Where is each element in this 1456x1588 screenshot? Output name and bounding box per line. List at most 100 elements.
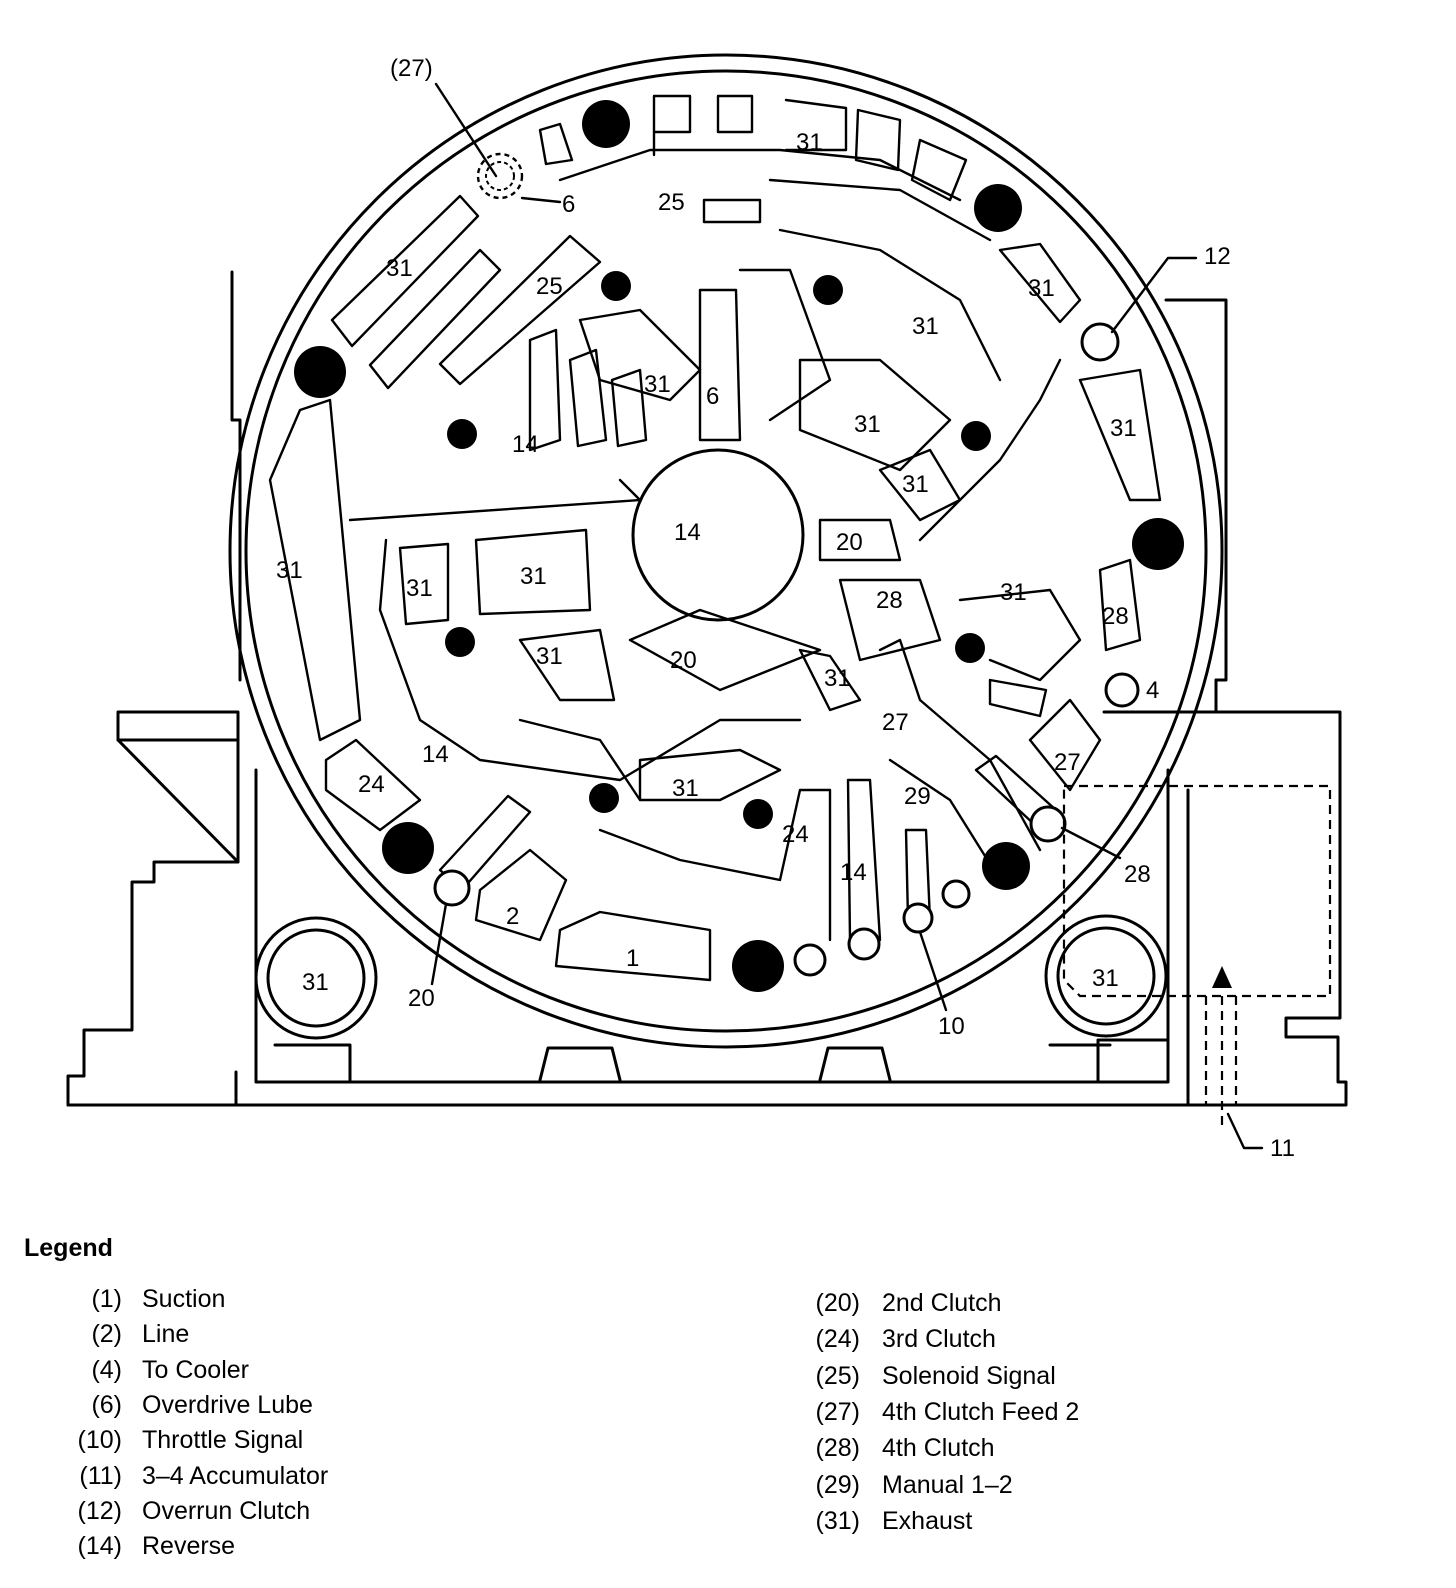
channel-label-31: 31 [1000, 579, 1027, 606]
port-hole [793, 943, 827, 977]
channel-label-14: 14 [422, 741, 449, 768]
channel-label-29: 29 [904, 783, 931, 810]
bolt-hole [447, 419, 477, 449]
legend-item-description: Line [142, 1320, 190, 1349]
legend-item-description: Solenoid Signal [882, 1361, 1056, 1390]
legend-item-description: Throttle Signal [142, 1426, 304, 1455]
callout-12: 12 [1204, 243, 1231, 270]
legend-item: (4)To Cooler [0, 1356, 700, 1390]
exhaust-port-left [254, 916, 378, 1040]
legend-item-number: (12) [77, 1496, 122, 1525]
legend-item-description: Overrun Clutch [142, 1496, 311, 1525]
legend-item: (31)Exhaust [742, 1507, 1442, 1541]
legend-item: (11)3–4 Accumulator [0, 1462, 700, 1496]
legend-item-number: (31) [815, 1506, 860, 1535]
port-holes [254, 152, 1168, 1040]
bolt-hole [582, 100, 630, 148]
legend-item-description: 4th Clutch Feed 2 [882, 1397, 1080, 1426]
port-hole [941, 879, 971, 909]
channel-labels: 31 6 25 31 25 31 31 31 6 31 31 14 31 14 … [276, 129, 1137, 996]
legend-item: (10)Throttle Signal [0, 1426, 700, 1460]
channel-label-31: 31 [1028, 275, 1055, 302]
callout-28: 28 [1124, 861, 1151, 888]
channel-label-1: 1 [626, 945, 639, 972]
legend-item-number: (1) [91, 1285, 122, 1313]
legend-item: (14)Reverse [0, 1532, 700, 1566]
bolt-hole [743, 799, 773, 829]
channel-label-14: 14 [840, 859, 867, 886]
bolt-holes [294, 100, 1184, 992]
bolt-hole [813, 275, 843, 305]
legend-item: (27) 4th Clutch Feed 2 [742, 1398, 1442, 1432]
bolt-hole [589, 783, 619, 813]
channel-label-31: 31 [672, 775, 699, 802]
port-hole [1104, 672, 1140, 708]
port-hole [1080, 322, 1120, 362]
channel-label-6: 6 [562, 191, 575, 218]
channel-label-28: 28 [1102, 603, 1129, 630]
channel-label-31: 31 [302, 969, 329, 996]
channel-label-31: 31 [824, 665, 851, 692]
bolt-hole [601, 271, 631, 301]
callout-11: 11 [1270, 1135, 1295, 1162]
legend-item: (1) Suction [0, 1285, 700, 1319]
callout-20: 20 [408, 985, 435, 1012]
legend-item: (6) Overdrive Lube [0, 1391, 700, 1425]
channel-label-31: 31 [796, 129, 823, 156]
channel-label-20: 20 [670, 647, 697, 674]
legend-item: (12) Overrun Clutch [0, 1497, 700, 1531]
legend-item-number: (29) [815, 1470, 860, 1499]
valve-body-diagram: (27) 12 4 11 28 10 20 31 6 25 31 25 31 3… [66, 53, 1348, 1162]
legend-item-description: Suction [142, 1285, 226, 1313]
legend-item-number: (27) [815, 1397, 860, 1426]
channel-label-25: 25 [658, 189, 685, 216]
legend-item-number: (24) [815, 1325, 860, 1354]
legend-title: Legend [24, 1234, 113, 1262]
channel-label-27: 27 [1054, 749, 1081, 776]
housing [66, 270, 1348, 1107]
channel-label-31: 31 [276, 557, 303, 584]
bolt-hole [961, 421, 991, 451]
bolt-hole [1132, 518, 1184, 570]
legend-item-number: (25) [815, 1361, 860, 1390]
port-hole [902, 902, 934, 934]
accumulator-outline [1062, 784, 1332, 1130]
channel-label-27: 27 [882, 709, 909, 736]
legend-item: (24)3rd Clutch [742, 1325, 1442, 1359]
channel-label-31: 31 [536, 643, 563, 670]
leader-lines [430, 82, 1264, 1150]
channel-label-31: 31 [386, 255, 413, 282]
bolt-hole [445, 627, 475, 657]
port-hole [847, 927, 881, 961]
legend-item-description: 3–4 Accumulator [142, 1461, 329, 1490]
channel-label-24: 24 [358, 771, 385, 798]
channel-label-24: 24 [782, 821, 809, 848]
bolt-hole [732, 940, 784, 992]
legend-item-number: (4) [91, 1355, 122, 1384]
center-bore [631, 448, 805, 622]
bolt-hole [955, 633, 985, 663]
legend-item-number: (2) [91, 1320, 122, 1349]
channel-label-31: 31 [1110, 415, 1137, 442]
legend-item: (29) Manual 1–2 [742, 1471, 1442, 1505]
legend-item: (20)2nd Clutch [742, 1289, 1442, 1323]
channel-label-31: 31 [406, 575, 433, 602]
channel-label-14: 14 [512, 431, 539, 458]
callouts: (27) 12 4 11 28 10 20 [390, 55, 1295, 1162]
channel-label-31: 31 [644, 371, 671, 398]
legend-item-description: Overdrive Lube [142, 1390, 313, 1419]
legend-item-description: Manual 1–2 [882, 1470, 1013, 1499]
flow-arrow-icon [1212, 966, 1232, 988]
port-hole [433, 869, 471, 907]
port-hole [1029, 805, 1067, 843]
legend-item-number: (6) [91, 1390, 122, 1419]
legend-item-description: 2nd Clutch [882, 1289, 1002, 1317]
channel-label-31: 31 [912, 313, 939, 340]
channel-label-31: 31 [520, 563, 547, 590]
channel-label-6: 6 [706, 383, 719, 410]
fluid-channels [268, 94, 1162, 982]
legend-item: (2) Line [0, 1320, 700, 1354]
legend-item-number: (14) [77, 1532, 122, 1561]
legend-item: (28)4th Clutch [742, 1434, 1442, 1468]
legend-item-description: 4th Clutch [882, 1434, 995, 1463]
